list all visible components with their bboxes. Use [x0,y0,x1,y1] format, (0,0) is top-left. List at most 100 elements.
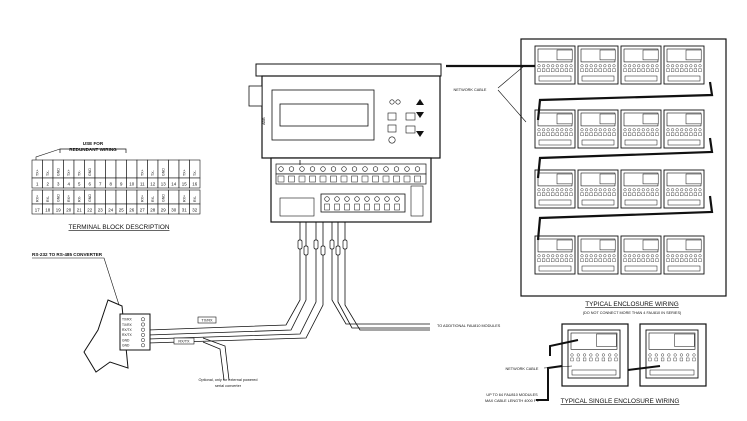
tb-bottom-number: 18 [45,208,50,213]
tb-bottom-tag: RX- [151,195,155,202]
module-screw-icon [675,64,679,68]
module-screw-icon [650,254,654,258]
module-slot [641,68,645,72]
module-screw-icon [684,188,688,192]
module-slot [551,258,555,262]
tb-bottom-tag: RX+ [182,195,186,202]
module-keypad [642,49,659,61]
screw-slot [354,203,360,211]
module-slot [670,132,675,136]
module-screw-icon [671,64,675,68]
module-slot [693,68,698,72]
screw-icon [364,196,370,202]
module-slot [564,258,569,262]
tb-tag-cell [168,189,180,205]
module-screw-icon [546,128,550,132]
network-cable-label-top: NETWORK CABLE [454,88,487,92]
network-cable-label-bottom: NETWORK CABLE [506,367,539,371]
module-base [624,75,658,82]
cable-line [202,341,225,381]
module-slot [675,132,679,136]
tb-top-number: 7 [99,182,102,187]
module-slot [541,258,546,262]
module-screw-icon [585,254,589,258]
module-slot [603,68,607,72]
to-additional-modules-label: TO ADDITIONAL FAU810 MODULES [437,324,501,328]
module-screw-icon [589,64,593,68]
terminal-block-caption: TERMINAL BLOCK DESCRIPTION [69,224,170,231]
module-slot [598,68,602,72]
arrow-up-icon [416,99,424,105]
module-keypad [556,173,573,185]
module-screw-icon [671,188,675,192]
module-keypad [599,239,616,251]
module-slot [594,192,598,196]
tb-bottom-tag: RX- [77,195,81,202]
module-slot [537,68,541,72]
module-screw-icon [675,128,679,132]
enclosure-modules [534,45,705,275]
module-slot [646,192,650,196]
module-slot [689,132,693,136]
module-slot [584,258,589,262]
screw-icon [393,166,400,172]
module-slot [650,68,655,72]
screw-slot [364,203,370,211]
module-screw-icon [542,188,546,192]
module-screw-icon [628,188,632,192]
tb-bottom-tag: RX+ [67,195,71,202]
module-screw-icon [594,128,598,132]
converter-pin-screw-icon [141,322,145,327]
module-screw-icon [693,254,697,258]
module-keypad [556,239,573,251]
screw-icon [362,166,368,172]
module-slot [660,357,665,362]
module-screw-icon [555,188,559,192]
screw-icon [404,166,410,172]
terminal-block: TX+1RX+17TX-2RX-18GND3GND19TX+4RX+20TX-5… [31,159,201,215]
module-slot [555,192,559,196]
tb-bottom-tag: GND [161,194,165,202]
screw-slot [351,175,358,183]
module-slot [686,357,690,362]
module-slot [655,132,659,136]
module-slot [546,132,550,136]
module-screw-icon [585,128,589,132]
module-screw-icon [623,188,627,192]
screw-icon [278,166,284,172]
module-base [667,139,701,146]
ferrule-icon [297,239,303,250]
keypad-knob-icon [388,136,396,144]
tb-bottom-number: 27 [140,208,145,213]
module-screw-icon [594,64,598,68]
module-slot [648,357,652,362]
module-screw-icon [689,64,693,68]
module-slot [670,258,675,262]
rs232-converter: RS-232 TO RS-485 CONVERTER TX/RXTX/RXRX/… [32,252,151,373]
module-slot [607,132,612,136]
module-base [649,369,695,376]
module-base [581,139,615,146]
module-screw-icon [603,128,607,132]
converter-pin-label: GND [122,344,130,348]
module-screw-icon [612,254,616,258]
module-screw-icon [698,128,702,132]
module-slot [684,132,688,136]
cable-line [147,222,317,340]
module-screw-icon [546,64,550,68]
module-screw-icon [671,128,675,132]
module-slot [680,192,684,196]
module-slot [546,258,550,262]
enclosure-warning: (DO NOT CONNECT MORE THAN 4 FAU810 IN SE… [583,311,682,315]
tb-top-number: 15 [182,182,187,187]
module-slot [698,192,702,196]
module-base [538,199,572,206]
module-slot [569,192,573,196]
module-slot [689,258,693,262]
module-slot [541,192,546,196]
module-slot [555,258,559,262]
module-slot [537,132,541,136]
module-slot [612,258,616,262]
controller-screws [277,166,421,211]
module-slot [598,258,602,262]
